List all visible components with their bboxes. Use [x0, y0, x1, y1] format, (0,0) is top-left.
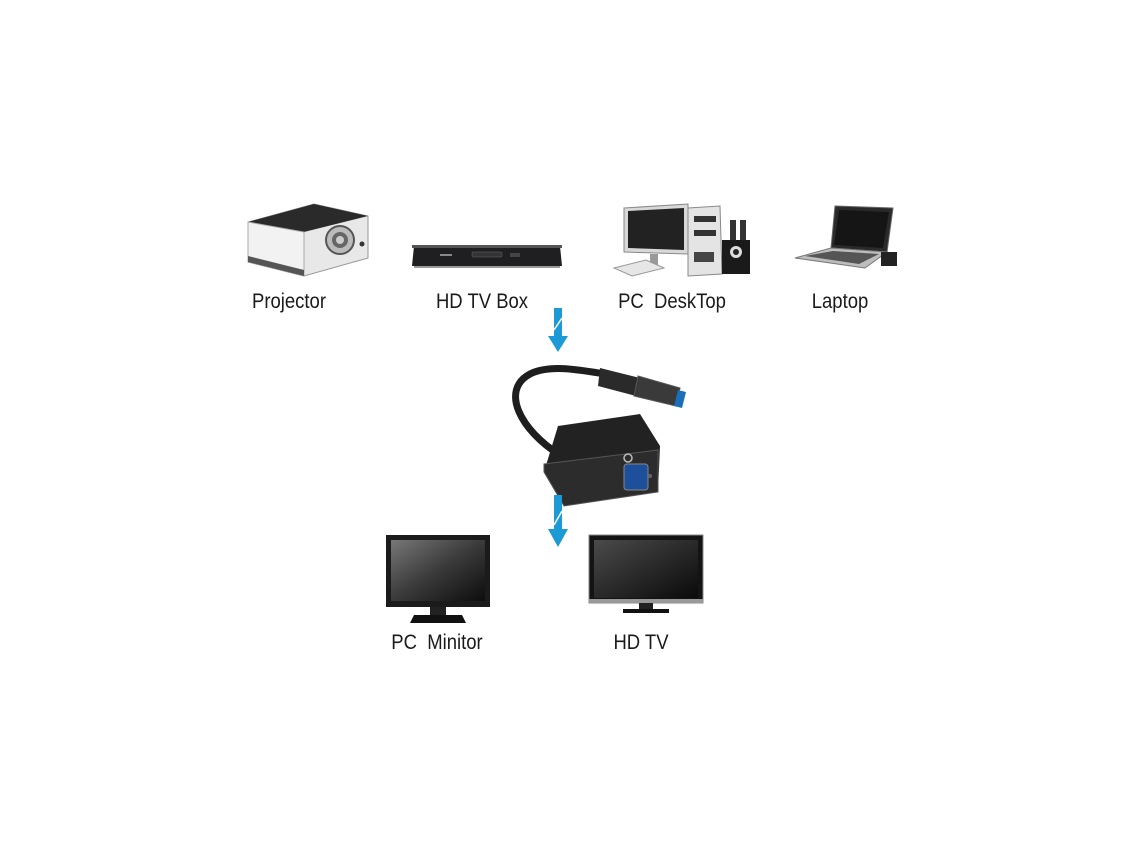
label-pc-monitor: PC Minitor	[391, 631, 483, 654]
monitor-icon	[386, 535, 490, 623]
laptop-icon	[794, 205, 897, 269]
tv-box-icon	[412, 245, 562, 268]
tv-icon	[588, 534, 704, 613]
usb-to-vga-adapter-icon	[512, 365, 686, 507]
label-pc-desktop: PC DeskTop	[618, 290, 726, 313]
label-hd-tv: HD TV	[613, 631, 669, 654]
label-projector: Projector	[252, 290, 326, 313]
desktop-pc-icon	[612, 203, 750, 277]
label-laptop: Laptop	[811, 290, 869, 313]
arrow-down-icon	[548, 308, 568, 352]
label-hd-tv-box: HD TV Box	[435, 290, 529, 313]
arrow-down-icon	[548, 495, 568, 547]
projector-icon	[247, 203, 369, 277]
